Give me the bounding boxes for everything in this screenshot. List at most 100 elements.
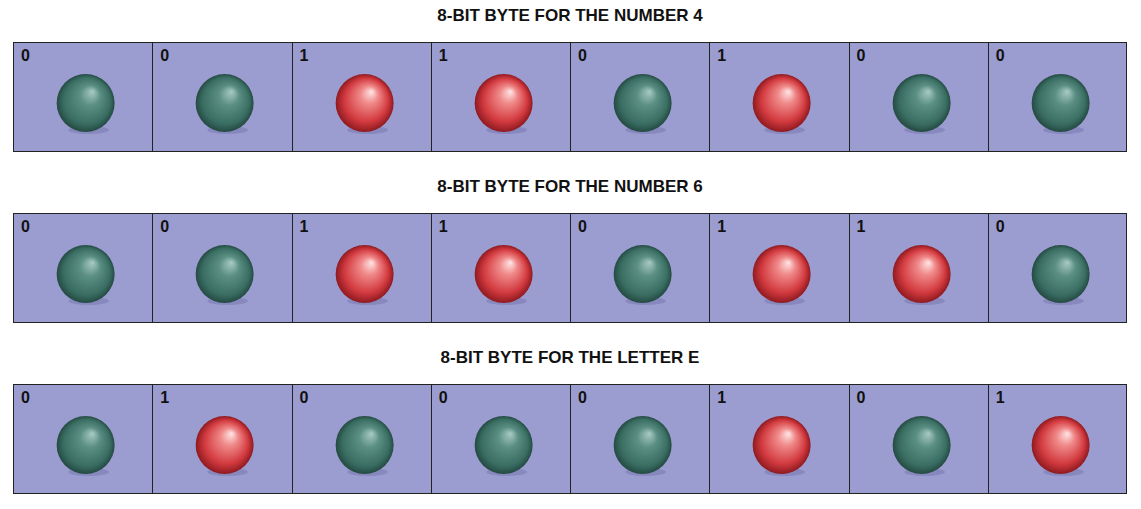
bit-ball: [432, 43, 571, 151]
bit-cell: 0: [989, 214, 1128, 322]
bit-value: 0: [989, 214, 1012, 240]
bit-cell: 0: [14, 43, 153, 151]
bit-ball: [14, 385, 153, 493]
bit-cell: 0: [850, 385, 989, 493]
bit-cell: 1: [432, 214, 571, 322]
bit-cell: 1: [293, 214, 432, 322]
bit-value: 0: [293, 385, 316, 411]
bit-value: 1: [989, 385, 1012, 411]
bit-ball: [14, 43, 153, 151]
bit-ball: [989, 43, 1128, 151]
byte-band: 0 0 1 1 0 1 1 0: [13, 213, 1127, 323]
red-ball: [753, 74, 811, 132]
bit-ball: [710, 43, 849, 151]
bit-ball: [14, 214, 153, 322]
green-ball: [892, 416, 950, 474]
bit-ball: [571, 43, 710, 151]
bit-ball: [293, 43, 432, 151]
red-ball: [196, 416, 254, 474]
green-ball: [335, 416, 393, 474]
bit-value: 0: [14, 385, 37, 411]
green-ball: [474, 416, 532, 474]
byte-row: 8-BIT BYTE FOR THE NUMBER 60 0 1 1 0 1 1 0: [13, 173, 1127, 323]
green-ball: [1031, 74, 1089, 132]
bit-cell: 0: [14, 214, 153, 322]
bit-value: 1: [710, 214, 733, 240]
bit-ball: [989, 385, 1128, 493]
bit-ball: [710, 214, 849, 322]
bit-ball: [153, 214, 292, 322]
bit-cell: 0: [571, 385, 710, 493]
green-ball: [614, 245, 672, 303]
red-ball: [335, 74, 393, 132]
red-ball: [335, 245, 393, 303]
bit-value: 1: [293, 43, 316, 69]
byte-band: 0 1 0 0 0 1 0 1: [13, 384, 1127, 494]
bit-ball: [432, 214, 571, 322]
bit-ball: [989, 214, 1128, 322]
green-ball: [57, 74, 115, 132]
bit-ball: [850, 385, 989, 493]
byte-row: 8-BIT BYTE FOR THE NUMBER 40 0 1 1 0 1 0 0: [13, 2, 1127, 152]
green-ball: [614, 416, 672, 474]
bit-value: 1: [710, 43, 733, 69]
bit-value: 0: [571, 214, 594, 240]
bit-ball: [153, 43, 292, 151]
red-ball: [474, 74, 532, 132]
bit-value: 1: [710, 385, 733, 411]
bit-value: 0: [850, 385, 873, 411]
bit-cell: 0: [432, 385, 571, 493]
bit-ball: [293, 385, 432, 493]
bit-cell: 1: [293, 43, 432, 151]
bit-value: 0: [989, 43, 1012, 69]
red-ball: [1031, 416, 1089, 474]
byte-heading: 8-BIT BYTE FOR THE LETTER E: [13, 344, 1127, 384]
bit-cell: 0: [153, 43, 292, 151]
green-ball: [196, 74, 254, 132]
bit-cell: 0: [571, 214, 710, 322]
red-ball: [753, 416, 811, 474]
bit-ball: [293, 214, 432, 322]
bit-ball: [850, 43, 989, 151]
bit-value: 0: [153, 43, 176, 69]
byte-heading: 8-BIT BYTE FOR THE NUMBER 6: [13, 173, 1127, 213]
byte-band: 0 0 1 1 0 1 0 0: [13, 42, 1127, 152]
green-ball: [57, 245, 115, 303]
bit-cell: 1: [710, 214, 849, 322]
bit-ball: [432, 385, 571, 493]
green-ball: [614, 74, 672, 132]
bit-value: 1: [432, 214, 455, 240]
bit-value: 0: [14, 214, 37, 240]
bit-value: 1: [153, 385, 176, 411]
bit-cell: 0: [153, 214, 292, 322]
green-ball: [57, 416, 115, 474]
bit-value: 0: [14, 43, 37, 69]
green-ball: [892, 74, 950, 132]
bit-ball: [571, 214, 710, 322]
bit-cell: 0: [571, 43, 710, 151]
byte-heading: 8-BIT BYTE FOR THE NUMBER 4: [13, 2, 1127, 42]
red-ball: [892, 245, 950, 303]
bit-value: 1: [850, 214, 873, 240]
bit-ball: [571, 385, 710, 493]
bit-value: 0: [571, 43, 594, 69]
bit-cell: 0: [989, 43, 1128, 151]
bit-value: 0: [432, 385, 455, 411]
bit-cell: 1: [850, 214, 989, 322]
bit-ball: [153, 385, 292, 493]
red-ball: [753, 245, 811, 303]
green-ball: [196, 245, 254, 303]
bit-cell: 1: [710, 43, 849, 151]
bit-cell: 1: [710, 385, 849, 493]
bit-value: 0: [850, 43, 873, 69]
bit-cell: 0: [850, 43, 989, 151]
bit-cell: 1: [153, 385, 292, 493]
bit-value: 1: [432, 43, 455, 69]
bit-value: 0: [153, 214, 176, 240]
bit-cell: 0: [293, 385, 432, 493]
bit-value: 1: [293, 214, 316, 240]
bit-value: 0: [571, 385, 594, 411]
bit-ball: [850, 214, 989, 322]
green-ball: [1031, 245, 1089, 303]
